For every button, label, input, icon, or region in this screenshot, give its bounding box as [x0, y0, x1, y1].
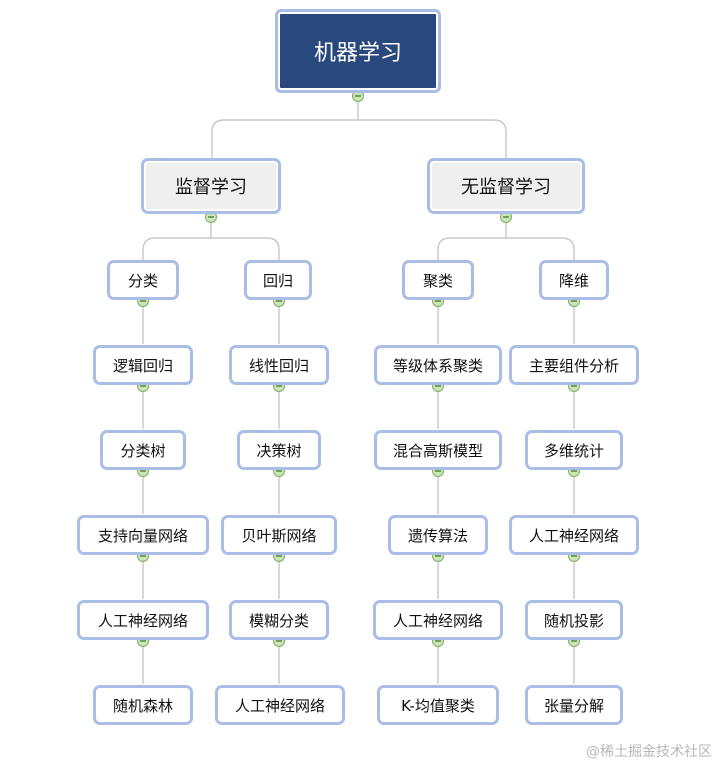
leaf-node[interactable]: 支持向量网络 — [80, 518, 206, 552]
category-dim-reduction[interactable]: 降维 — [542, 263, 606, 297]
collapse-toggle-icon[interactable] — [568, 380, 580, 392]
collapse-toggle-icon[interactable] — [568, 635, 580, 647]
leaf-node[interactable]: 逻辑回归 — [96, 348, 190, 382]
leaf-node[interactable]: 等级体系聚类 — [377, 348, 499, 382]
collapse-toggle-icon[interactable] — [205, 211, 217, 223]
collapse-toggle-icon[interactable] — [273, 380, 285, 392]
collapse-toggle-icon[interactable] — [273, 465, 285, 477]
category-clustering[interactable]: 聚类 — [405, 263, 471, 297]
leaf-node[interactable]: 人工神经网络 — [376, 603, 500, 637]
collapse-toggle-icon[interactable] — [137, 550, 149, 562]
leaf-node[interactable]: 决策树 — [240, 433, 318, 467]
leaf-node[interactable]: 张量分解 — [528, 688, 620, 722]
collapse-toggle-icon[interactable] — [500, 211, 512, 223]
collapse-toggle-icon[interactable] — [273, 550, 285, 562]
root-node[interactable]: 机器学习 — [278, 12, 438, 90]
branch-supervised[interactable]: 监督学习 — [144, 161, 278, 211]
leaf-node[interactable]: 随机森林 — [96, 688, 190, 722]
leaf-node[interactable]: 多维统计 — [528, 433, 620, 467]
collapse-toggle-icon[interactable] — [568, 550, 580, 562]
collapse-toggle-icon[interactable] — [568, 295, 580, 307]
leaf-node[interactable]: 人工神经网络 — [512, 518, 636, 552]
category-classification[interactable]: 分类 — [110, 263, 176, 297]
leaf-node[interactable]: 主要组件分析 — [512, 348, 636, 382]
collapse-toggle-icon[interactable] — [432, 380, 444, 392]
leaf-node[interactable]: 人工神经网络 — [218, 688, 342, 722]
leaf-node[interactable]: K-均值聚类 — [380, 688, 496, 722]
collapse-toggle-icon[interactable] — [432, 465, 444, 477]
collapse-toggle-icon[interactable] — [432, 295, 444, 307]
leaf-node[interactable]: 分类树 — [103, 433, 183, 467]
leaf-node[interactable]: 线性回归 — [232, 348, 326, 382]
leaf-node[interactable]: 模糊分类 — [232, 603, 326, 637]
connector-root — [211, 96, 507, 160]
collapse-toggle-icon[interactable] — [137, 380, 149, 392]
collapse-toggle-icon[interactable] — [137, 465, 149, 477]
collapse-toggle-icon[interactable] — [432, 635, 444, 647]
collapse-toggle-icon[interactable] — [568, 465, 580, 477]
leaf-node[interactable]: 随机投影 — [528, 603, 620, 637]
collapse-toggle-icon[interactable] — [273, 635, 285, 647]
category-regression[interactable]: 回归 — [247, 263, 309, 297]
leaf-node[interactable]: 贝叶斯网络 — [224, 518, 334, 552]
collapse-toggle-icon[interactable] — [432, 550, 444, 562]
collapse-toggle-icon[interactable] — [137, 635, 149, 647]
collapse-toggle-icon[interactable] — [352, 90, 364, 102]
watermark-text: @稀土掘金技术社区 — [586, 744, 712, 760]
collapse-toggle-icon[interactable] — [137, 295, 149, 307]
leaf-node[interactable]: 混合高斯模型 — [377, 433, 499, 467]
leaf-node[interactable]: 遗传算法 — [391, 518, 485, 552]
branch-unsupervised[interactable]: 无监督学习 — [430, 161, 582, 211]
leaf-node[interactable]: 人工神经网络 — [80, 603, 206, 637]
collapse-toggle-icon[interactable] — [273, 295, 285, 307]
